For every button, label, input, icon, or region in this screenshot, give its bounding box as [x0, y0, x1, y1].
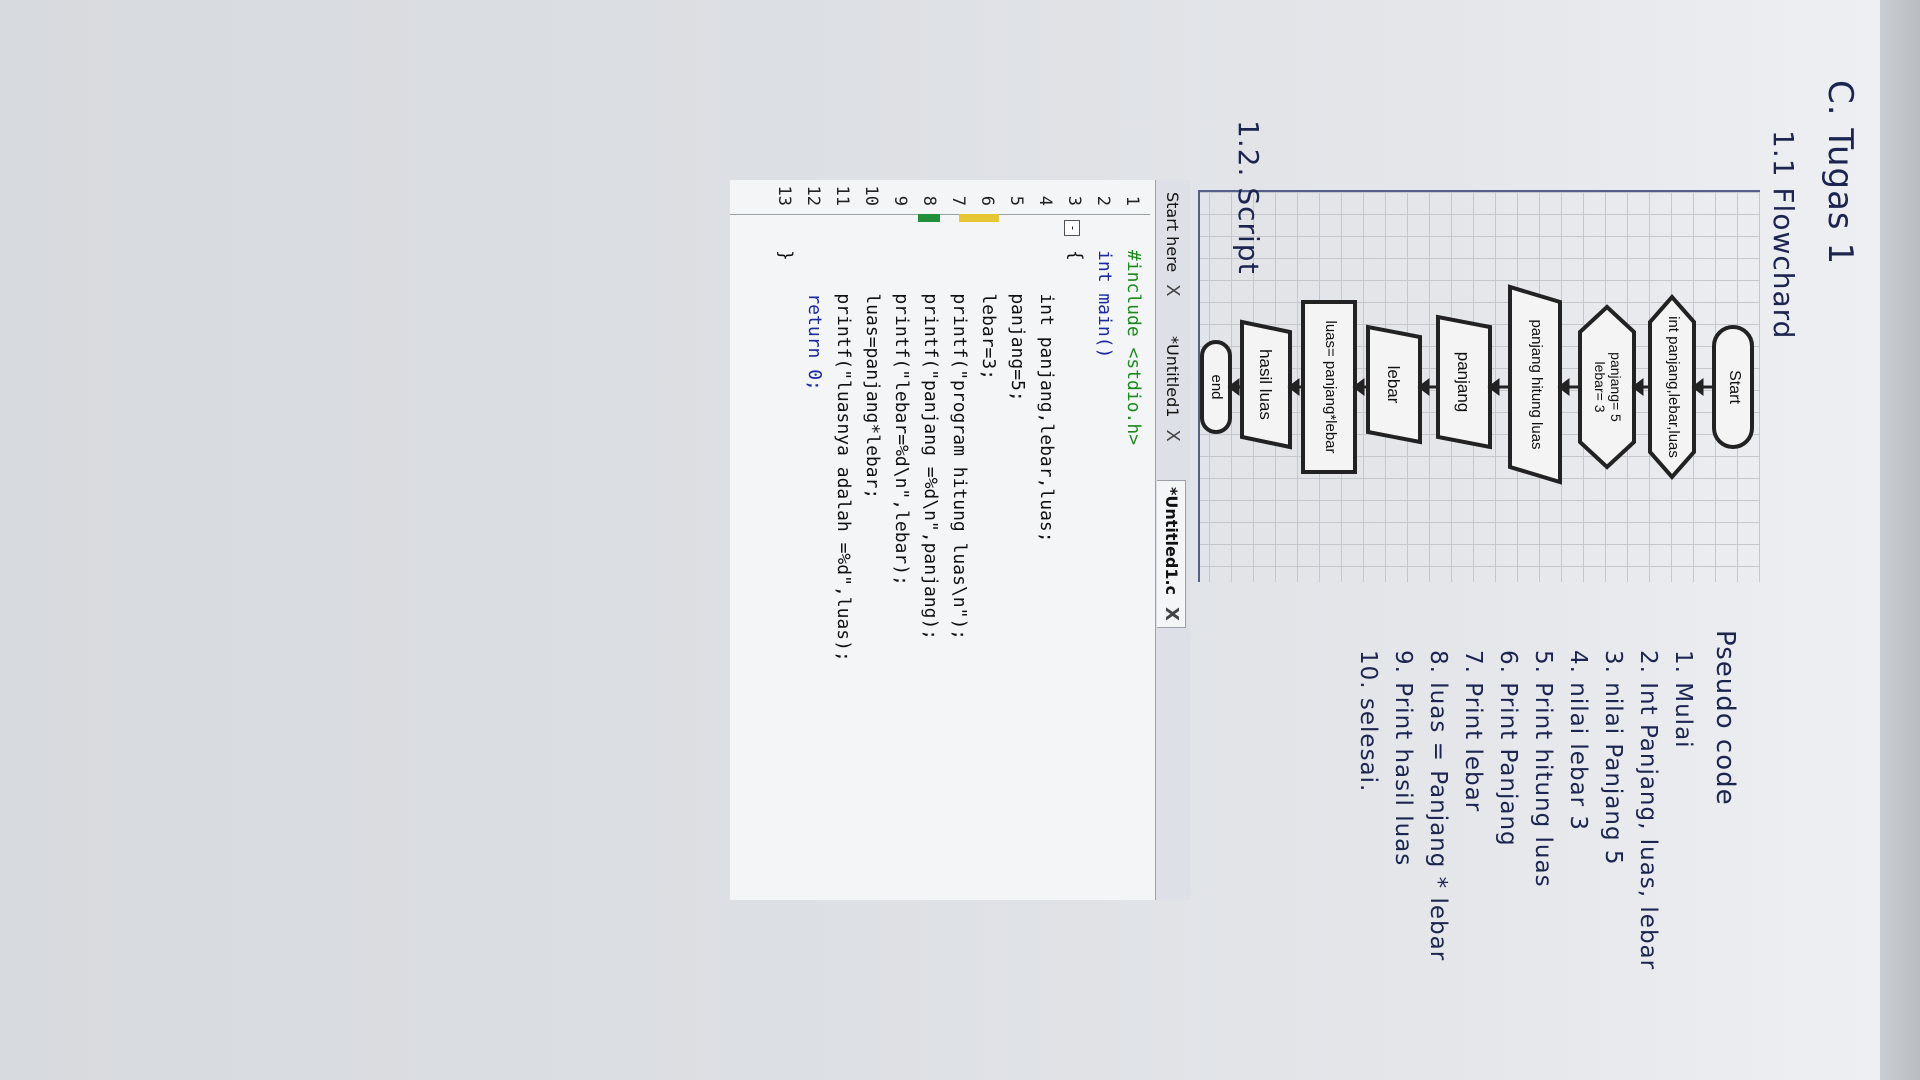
- tab-untitled1-c[interactable]: *Untitled1.cX: [1157, 480, 1186, 628]
- line-number: 1: [1122, 195, 1142, 206]
- tab-label: *Untitled1: [1163, 336, 1182, 418]
- line-number: 5: [1006, 195, 1026, 206]
- pseudocode-line: 7. Print lebar: [1460, 650, 1486, 813]
- node-title-output: [1508, 284, 1562, 485]
- pseudocode-list: 1. Mulai 2. Int Panjang, luas, lebar 3. …: [1350, 650, 1700, 970]
- code-line: printf("program hitung luas\n");: [949, 250, 970, 641]
- line-number-gutter: 1 2 3 4 5 6 7 8 9 10 11 12 13: [730, 180, 1150, 215]
- line-number: 3: [1064, 195, 1084, 206]
- node-title-output-label: panjang hitung luas: [1528, 319, 1545, 450]
- tab-label: Start here: [1163, 192, 1182, 273]
- node-lebar-output-label: lebar: [1384, 365, 1403, 404]
- paper-sheet: C. Tugas 1 1.1 Flowchard: [40, 0, 1920, 1080]
- node-process-label: luas= panjang*lebar: [1322, 320, 1339, 454]
- node-result-output: [1240, 319, 1292, 450]
- code-editor-printout: Start hereX *Untitled1X *Untitled1.cX 1 …: [730, 180, 1190, 900]
- node-panjang-output: [1436, 314, 1492, 450]
- pseudocode-line: 4. nilai lebar 3: [1565, 650, 1591, 832]
- tab-label: *Untitled1.c: [1162, 487, 1181, 596]
- close-icon[interactable]: X: [1162, 284, 1183, 297]
- code-line: printf("lebar=%d\n",lebar);: [891, 250, 912, 586]
- line-number: 6: [977, 195, 997, 206]
- code-line: {: [1065, 250, 1086, 261]
- line-number: 11: [832, 185, 852, 206]
- node-start-label: Start: [1726, 370, 1743, 404]
- node-end-label: end: [1208, 374, 1225, 400]
- code-line: lebar=3;: [978, 250, 999, 381]
- pseudocode-line: 6. Print Panjang: [1495, 650, 1521, 847]
- line-number: 12: [803, 185, 823, 206]
- fold-toggle-icon[interactable]: -: [1064, 220, 1080, 236]
- pseudocode-line: 10. selesai.: [1355, 650, 1381, 793]
- line-number: 8: [919, 195, 939, 206]
- code-line: int panjang,lebar,luas;: [1036, 250, 1057, 543]
- flowchart: Start int panjang,lebar,luas panjang= 5 …: [1198, 190, 1760, 582]
- line-number: 2: [1093, 195, 1113, 206]
- flowchart-title: 1.1 Flowchard: [1767, 130, 1800, 340]
- code-line: int main(): [1094, 250, 1115, 359]
- node-init: [1578, 304, 1636, 470]
- code-line: luas=panjang*lebar;: [862, 250, 883, 500]
- close-icon[interactable]: X: [1162, 429, 1183, 442]
- line-number: 7: [948, 195, 968, 206]
- line-number: 4: [1035, 195, 1055, 206]
- tab-start-here[interactable]: Start hereX: [1158, 186, 1186, 303]
- node-lebar-output: [1366, 324, 1422, 445]
- code-line: printf("luasnya adalah =%d",luas);: [833, 250, 854, 662]
- editor-tab-bar: Start hereX *Untitled1X *Untitled1.cX: [1155, 180, 1190, 900]
- saved-line-marker: [918, 214, 940, 222]
- code-line: printf("panjang =%d\n",panjang);: [920, 250, 941, 641]
- node-panjang-output-label: panjang: [1454, 351, 1473, 413]
- line-number: 13: [774, 185, 794, 206]
- pseudocode-line: 9. Print hasil luas: [1390, 650, 1416, 867]
- assignment-heading: C. Tugas 1: [1820, 80, 1860, 266]
- close-icon[interactable]: X: [1161, 607, 1182, 621]
- pseudocode-line: 5. Print hitung luas: [1530, 650, 1556, 888]
- node-init-label: panjang= 5 lebar= 3: [1592, 352, 1624, 422]
- modified-line-marker: [959, 214, 999, 222]
- node-declare-label: int panjang,lebar,luas: [1665, 316, 1682, 458]
- line-number: 10: [861, 185, 881, 206]
- pseudocode-line: 3. nilai Panjang 5: [1600, 650, 1626, 866]
- page-edge: [1880, 0, 1920, 1080]
- code-line: return 0;: [804, 250, 825, 391]
- flowchart-diagram: [1200, 284, 1754, 485]
- code-line: #include <stdio.h>: [1123, 250, 1144, 446]
- code-line: panjang=5;: [1007, 250, 1028, 402]
- line-number: 9: [890, 195, 910, 206]
- tab-untitled1[interactable]: *Untitled1X: [1158, 330, 1186, 448]
- pseudocode-line: 8. luas = Panjang * lebar: [1425, 650, 1451, 962]
- pseudocode-line: 2. Int Panjang, luas, lebar: [1635, 650, 1661, 971]
- script-title: 1.2. Script: [1232, 120, 1265, 275]
- code-line: }: [775, 250, 796, 261]
- node-declare: [1648, 293, 1696, 481]
- pseudocode-title: Pseudo code: [1710, 630, 1740, 806]
- node-result-output-label: hasil luas: [1256, 349, 1275, 420]
- pseudocode-line: 1. Mulai: [1670, 650, 1696, 749]
